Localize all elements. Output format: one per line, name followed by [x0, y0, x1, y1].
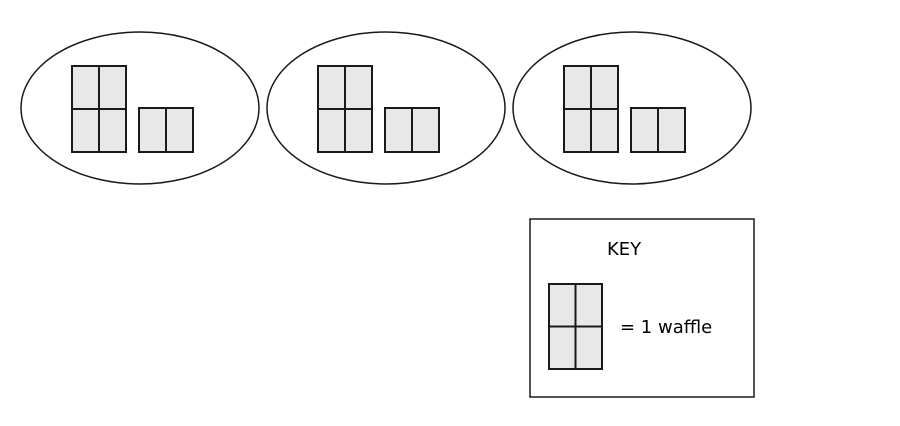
group-oval	[20, 31, 260, 185]
waffle-group	[512, 31, 752, 185]
key-waffle-icon	[548, 283, 603, 370]
key-box: KEY = 1 waffle	[529, 218, 755, 398]
key-title: KEY	[607, 239, 642, 260]
whole-waffle	[71, 65, 127, 153]
key-label: = 1 waffle	[620, 317, 712, 338]
group-oval	[266, 31, 506, 185]
partial-waffle	[138, 107, 194, 153]
whole-waffle	[563, 65, 619, 153]
waffle-group	[266, 31, 506, 185]
whole-waffle	[317, 65, 373, 153]
partial-waffle	[630, 107, 686, 153]
waffle-group	[20, 31, 260, 185]
partial-waffle	[384, 107, 440, 153]
group-oval	[512, 31, 752, 185]
